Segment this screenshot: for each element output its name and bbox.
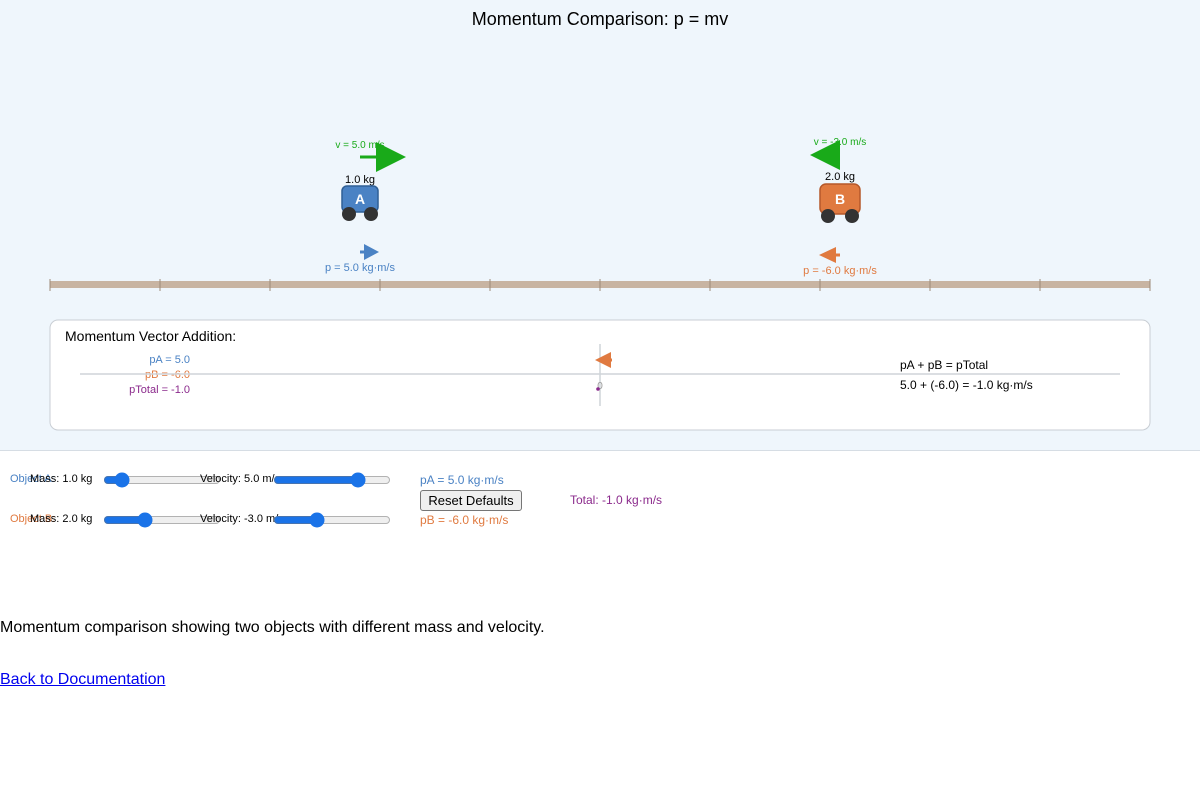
caption: Momentum comparison showing two objects … <box>0 619 545 636</box>
object-b-cart <box>819 183 861 215</box>
object-a-letter: A <box>355 191 365 207</box>
object-a-velocity-slider-label: Velocity: 5.0 m/s <box>200 473 281 485</box>
vector-panel-heading: Momentum Vector Addition: <box>65 328 236 344</box>
legend-pa: pA = 5.0 <box>149 354 190 366</box>
object-a-mass-slider-label: Mass: 1.0 kg <box>30 473 93 485</box>
object-a-momentum-arrow-head <box>364 244 379 260</box>
legend-ptotal: pTotal = -1.0 <box>129 384 190 396</box>
object-b-wheel-right <box>845 209 859 223</box>
object-b-mass-slider-label: Mass: 2.0 kg <box>30 513 93 525</box>
vector-equation: pA + pB = pTotal <box>900 358 988 372</box>
object-a-mass-label: 1.0 kg <box>345 174 375 186</box>
object-b-wheel-left <box>821 209 835 223</box>
object-b-velocity-slider[interactable] <box>273 510 391 530</box>
object-a-cart <box>341 185 379 213</box>
object-a: v = 5.0 m/s 1.0 kg A p = 5.0 kg·m/s <box>325 140 406 274</box>
vector-zero-label: 0 <box>597 381 603 392</box>
object-a-label: Object A: <box>10 473 55 485</box>
object-b-velocity-label: v = -3.0 m/s <box>814 137 867 148</box>
object-a-wheel-left <box>342 207 356 221</box>
object-b-velocity-slider-label: Velocity: -3.0 m/s <box>200 513 284 525</box>
object-b: v = -3.0 m/s 2.0 kg B p = -6.0 kg·m/s <box>803 137 877 277</box>
object-a-momentum-label: p = 5.0 kg·m/s <box>325 262 396 274</box>
track <box>49 279 1151 291</box>
object-a-wheel-right <box>364 207 378 221</box>
vector-panel: Momentum Vector Addition: pA = 5.0 pB = … <box>49 319 1151 431</box>
simulation-svg: Momentum Comparison: p = mv v = 5.0 m/s … <box>49 9 1151 431</box>
vector-sum: 5.0 + (-6.0) = -1.0 kg·m/s <box>900 378 1033 392</box>
vector-ptotal-dot <box>596 387 600 391</box>
object-a-mass-slider[interactable] <box>103 470 221 490</box>
object-b-momentum-arrow-head <box>819 247 836 263</box>
legend-pb: pB = -6.0 <box>145 369 190 381</box>
object-a-velocity-label: v = 5.0 m/s <box>335 140 384 151</box>
object-a-momentum-readout: pA = 5.0 kg·m/s <box>420 473 504 487</box>
page-title: Momentum Comparison: p = mv <box>472 9 729 29</box>
reset-defaults-button[interactable]: Reset Defaults <box>420 490 522 511</box>
back-to-documentation-link[interactable]: Back to Documentation <box>0 671 166 688</box>
track-ticks <box>49 279 1151 291</box>
object-a-velocity-slider[interactable] <box>273 470 391 490</box>
object-b-momentum-label: p = -6.0 kg·m/s <box>803 265 877 277</box>
object-b-label: Object B: <box>10 513 56 525</box>
object-b-momentum-readout: pB = -6.0 kg·m/s <box>420 513 509 527</box>
vector-pb-arrow-head <box>595 352 611 368</box>
total-momentum-readout: Total: -1.0 kg·m/s <box>570 493 663 507</box>
object-b-mass-label: 2.0 kg <box>825 171 855 183</box>
object-b-letter: B <box>835 191 845 207</box>
object-b-mass-slider[interactable] <box>103 510 221 530</box>
simulation-canvas: Momentum Comparison: p = mv v = 5.0 m/s … <box>0 0 1200 451</box>
